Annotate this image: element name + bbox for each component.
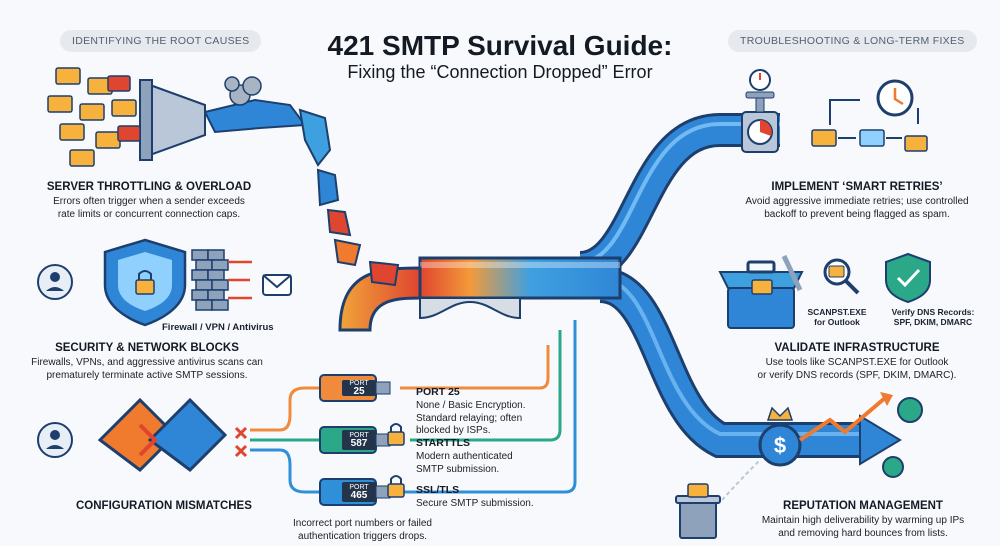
port-name: SSL/TLS bbox=[416, 484, 460, 496]
reputation-body-line: and removing hard bounces from lists. bbox=[778, 527, 948, 539]
reputation-body: Maintain high deliverability by warming … bbox=[728, 515, 998, 540]
port-desc-line: Standard relaying; often bbox=[416, 412, 523, 424]
dns-label: Verify DNS Records: SPF, DKIM, DMARC bbox=[872, 307, 994, 327]
smart-retries-body-line: Avoid aggressive immediate retries; use … bbox=[745, 196, 969, 207]
infrastructure-body: Use tools like SCANPST.EXE for Outlook o… bbox=[722, 357, 992, 382]
security-section: Security & Network Blocks Firewalls, VPN… bbox=[12, 342, 282, 382]
security-body-line: Firewalls, VPNs, and aggressive antiviru… bbox=[31, 357, 263, 368]
port-name: STARTTLS bbox=[416, 437, 471, 449]
port-badge-number: 465 bbox=[350, 490, 368, 501]
throttling-body-line: Errors often trigger when a sender excee… bbox=[53, 196, 245, 207]
port-desc: Modern authenticated SMTP submission. bbox=[416, 451, 541, 476]
security-body-line: prematurely terminate active SMTP sessio… bbox=[46, 369, 248, 381]
port-desc-line: SMTP submission. bbox=[416, 463, 500, 475]
throttling-body: Errors often trigger when a sender excee… bbox=[34, 196, 264, 221]
port-465-badge: PORT 465 bbox=[342, 484, 376, 501]
scanpst-label: SCANPST.EXE for Outlook bbox=[806, 307, 868, 327]
infrastructure-section: Validate Infrastructure Use tools like S… bbox=[722, 342, 992, 382]
reputation-section: Reputation Management Maintain high deli… bbox=[728, 500, 998, 540]
port-desc: Secure SMTP submission. bbox=[416, 498, 556, 511]
port-desc-line: Modern authenticated bbox=[416, 451, 513, 462]
broken-pipe-fragments bbox=[203, 98, 400, 287]
port-desc-line: blocked by ISPs. bbox=[416, 425, 491, 436]
port-25-badge: PORT 25 bbox=[342, 380, 376, 397]
funnel-emails-illustration bbox=[47, 67, 262, 167]
scanpst-label-line: for Outlook bbox=[814, 317, 860, 327]
reputation-body-line: Maintain high deliverability by warming … bbox=[761, 515, 965, 526]
smart-retries-section: Implement ‘Smart Retries’ Avoid aggressi… bbox=[722, 181, 992, 221]
throttling-body-line: rate limits or concurrent connection cap… bbox=[57, 208, 241, 220]
throttling-heading: Server Throttling & Overload bbox=[46, 181, 252, 193]
config-illustration bbox=[37, 397, 248, 472]
config-footer-line: Incorrect port numbers or failed bbox=[293, 518, 432, 529]
config-footer-line: authentication triggers drops. bbox=[298, 530, 427, 542]
main-pipe-network bbox=[338, 113, 902, 466]
config-footer: Incorrect port numbers or failed authent… bbox=[275, 518, 450, 543]
smart-retries-body: Avoid aggressive immediate retries; use … bbox=[722, 196, 992, 221]
smart-retries-body-line: backoff to prevent being flagged as spam… bbox=[764, 208, 950, 220]
infrastructure-illustration bbox=[718, 252, 931, 329]
port-badge-number: 25 bbox=[353, 386, 365, 397]
security-illustration bbox=[37, 238, 292, 327]
infrastructure-heading: Validate Infrastructure bbox=[774, 342, 940, 354]
dns-label-line: Verify DNS Records: bbox=[891, 307, 975, 317]
port-name: PORT 25 bbox=[416, 386, 460, 398]
left-section-pill: Identifying the Root Causes bbox=[60, 30, 262, 52]
security-heading: Security & Network Blocks bbox=[55, 342, 239, 354]
port-desc: None / Basic Encryption. Standard relayi… bbox=[416, 400, 541, 438]
config-heading: Configuration Mismatches bbox=[76, 500, 252, 512]
firewall-caption: Firewall / VPN / Antivirus bbox=[162, 322, 274, 333]
port-587-info: STARTTLS Modern authenticated SMTP submi… bbox=[416, 437, 541, 476]
port-connector-lines bbox=[250, 320, 577, 494]
scanpst-label-line: SCANPST.EXE bbox=[807, 307, 867, 317]
port-desc-line: Secure SMTP submission. bbox=[416, 498, 534, 509]
page-title: 421 SMTP Survival Guide: bbox=[327, 30, 673, 61]
port-587-badge: PORT 587 bbox=[342, 432, 376, 449]
reputation-illustration: $ bbox=[675, 392, 923, 539]
port-badge-number: 587 bbox=[350, 438, 368, 449]
port-badge-label: PORT bbox=[349, 380, 369, 387]
dns-label-line: SPF, DKIM, DMARC bbox=[893, 317, 973, 327]
throttling-section: Server Throttling & Overload Errors ofte… bbox=[34, 181, 264, 221]
reputation-heading: Reputation Management bbox=[783, 500, 943, 512]
security-body: Firewalls, VPNs, and aggressive antiviru… bbox=[12, 357, 282, 382]
right-section-pill: Troubleshooting & Long-Term Fixes bbox=[728, 30, 977, 52]
smart-retries-heading: Implement ‘Smart Retries’ bbox=[771, 181, 943, 193]
page-subtitle: Fixing the “Connection Dropped” Error bbox=[347, 62, 653, 82]
port-25-info: PORT 25 None / Basic Encryption. Standar… bbox=[416, 386, 541, 438]
port-465-info: SSL/TLS Secure SMTP submission. bbox=[416, 484, 556, 511]
port-badge-label: PORT bbox=[349, 484, 369, 491]
infrastructure-body-line: or verify DNS records (SPF, DKIM, DMARC)… bbox=[757, 369, 957, 381]
port-desc-line: None / Basic Encryption. bbox=[416, 400, 526, 411]
port-connectors bbox=[319, 374, 405, 506]
smart-retries-illustration bbox=[741, 69, 928, 153]
infrastructure-body-line: Use tools like SCANPST.EXE for Outlook bbox=[765, 357, 949, 368]
svg-text:$: $ bbox=[774, 433, 786, 458]
port-badge-label: PORT bbox=[349, 432, 369, 439]
